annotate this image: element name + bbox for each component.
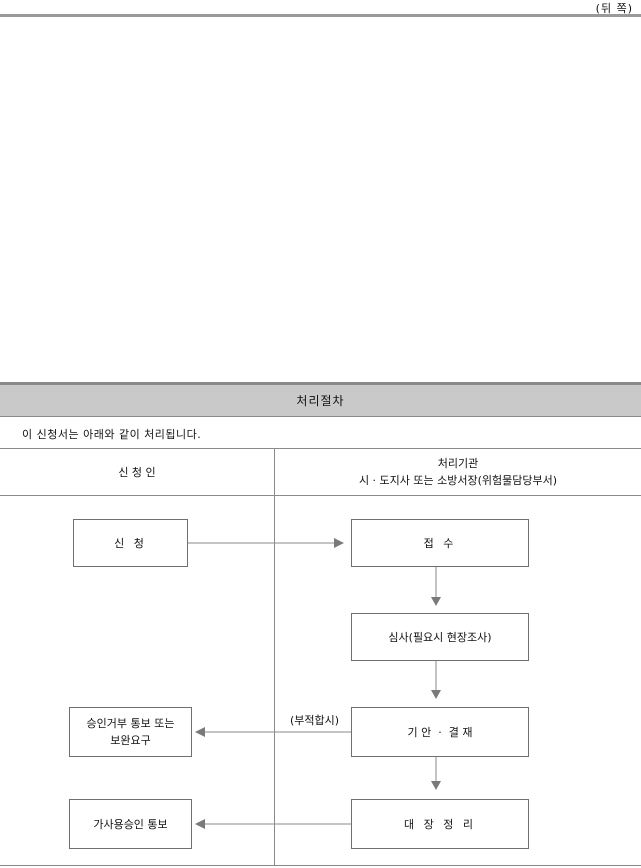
- intro-text: 이 신청서는 아래와 같이 처리됩니다.: [22, 428, 202, 441]
- box-receive: 접 수: [351, 519, 529, 567]
- box-reject-label: 승인거부 통보 또는 보완요구: [86, 717, 175, 747]
- box-ledger-label: 대 장 정 리: [404, 817, 476, 831]
- section-header: 처리절차: [0, 385, 641, 417]
- box-draft-approval: 기 안 · 결 재: [351, 707, 529, 757]
- box-apply: 신 청: [73, 519, 188, 567]
- box-review: 심사(필요시 현장조사): [351, 613, 529, 661]
- arrowhead-down: [431, 690, 441, 699]
- top-rule: [0, 14, 641, 17]
- box-review-label: 심사(필요시 현장조사): [388, 630, 492, 644]
- box-draft-label: 기 안 · 결 재: [407, 725, 473, 739]
- table-bottom-line: [0, 865, 641, 866]
- arrowhead-down: [431, 781, 441, 790]
- agency-header-sub: 시 · 도지사 또는 소방서장(위험물담당부서): [358, 474, 558, 487]
- unfit-note: (부적합시): [290, 714, 340, 727]
- box-notify-label: 가사용승인 통보: [93, 817, 168, 831]
- box-receive-label: 접 수: [423, 536, 457, 550]
- column-divider: [274, 448, 275, 866]
- agency-header-title: 처리기관: [437, 457, 479, 470]
- section-rule: [0, 382, 641, 385]
- column-header-applicant: 신 청 인: [0, 449, 274, 495]
- arrowhead-left: [195, 727, 205, 737]
- header-bottom-line: [0, 495, 641, 496]
- arrowhead-down: [431, 597, 441, 606]
- box-reject-or-supplement: 승인거부 통보 또는 보완요구: [69, 707, 192, 757]
- arrowhead-right: [334, 538, 344, 548]
- box-temporary-use-notice: 가사용승인 통보: [69, 799, 192, 849]
- box-apply-label: 신 청: [114, 536, 147, 550]
- column-header-agency: 처리기관 시 · 도지사 또는 소방서장(위험물담당부서): [275, 449, 641, 495]
- arrowhead-left: [195, 819, 205, 829]
- box-ledger: 대 장 정 리: [351, 799, 529, 849]
- page-side-label: (뒤 쪽): [595, 2, 633, 15]
- section-title: 처리절차: [296, 394, 345, 408]
- table-top-line: [0, 448, 641, 449]
- applicant-header-label: 신 청 인: [118, 465, 156, 479]
